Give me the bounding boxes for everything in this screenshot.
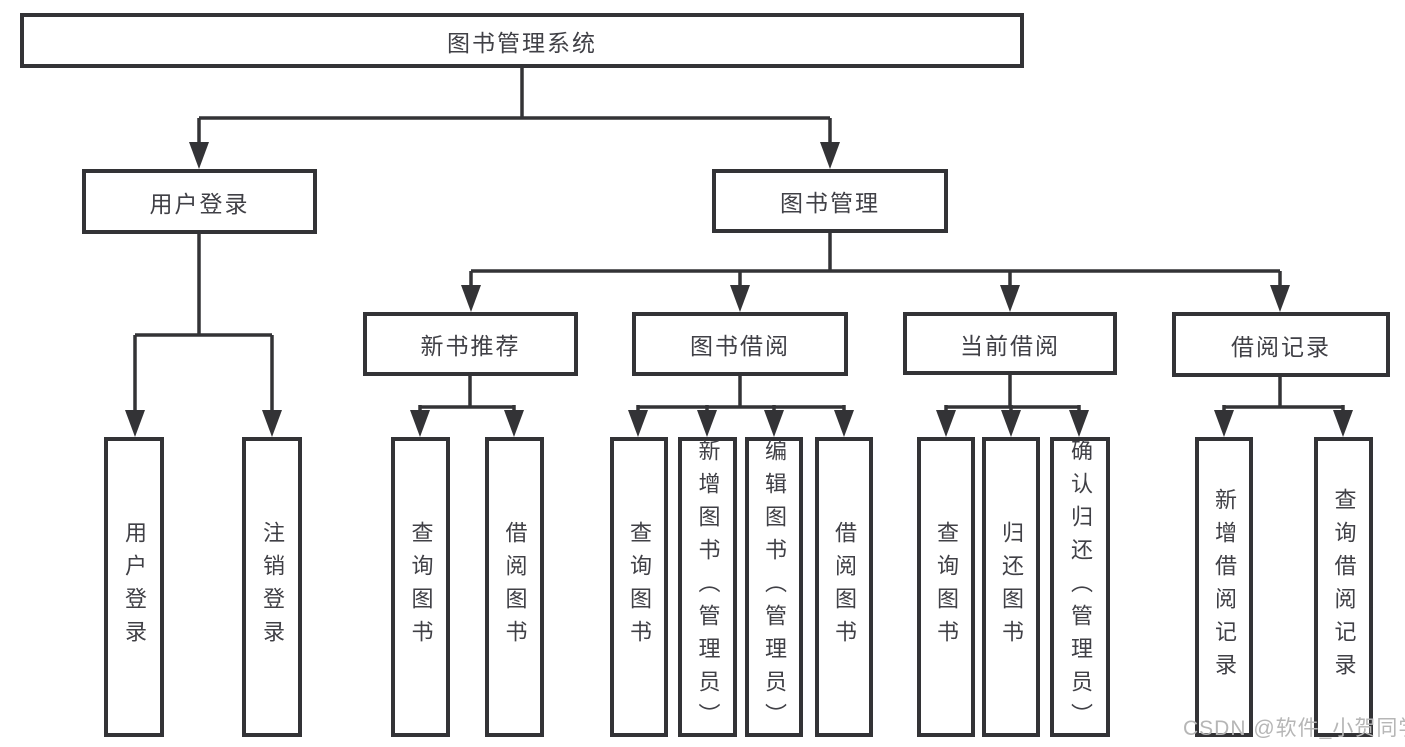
leaf-bw-edit-books-admin: 编辑图书（管理员）: [745, 437, 803, 737]
leaf-bw-edit-books-admin-label: 编辑图书（管理员）: [762, 438, 787, 736]
node-root-label: 图书管理系统: [447, 29, 597, 56]
node-book-management-label: 图书管理: [780, 190, 880, 216]
leaf-bw-add-books-admin-label: 新增图书（管理员）: [695, 438, 721, 736]
node-book-borrow-label: 图书借阅: [690, 333, 790, 359]
leaf-bw-query-books: 查询图书: [610, 437, 668, 737]
leaf-rec-add-record: 新增借阅记录: [1195, 437, 1253, 737]
leaf-cur-confirm-return-admin: 确认归还（管理员）: [1050, 437, 1110, 737]
node-book-management: 图书管理: [712, 169, 948, 233]
node-root: 图书管理系统: [20, 13, 1024, 68]
leaf-nb-query-books: 查询图书: [391, 437, 450, 737]
leaf-cur-query-books: 查询图书: [917, 437, 975, 737]
leaf-bw-query-books-label: 查询图书: [627, 521, 652, 653]
leaf-rec-add-record-label: 新增借阅记录: [1212, 488, 1237, 686]
leaf-cur-return-books-label: 归还图书: [999, 521, 1024, 653]
leaf-user-login-label: 用户登录: [122, 521, 147, 653]
leaf-logout: 注销登录: [242, 437, 302, 737]
node-new-book-recommend: 新书推荐: [363, 312, 578, 376]
leaf-cur-return-books: 归还图书: [982, 437, 1040, 737]
leaf-bw-borrow-books: 借阅图书: [815, 437, 873, 737]
leaf-nb-borrow-books-label: 借阅图书: [502, 521, 528, 653]
leaf-logout-label: 注销登录: [260, 521, 285, 653]
leaf-nb-query-books-label: 查询图书: [408, 521, 434, 653]
node-borrow-records-label: 借阅记录: [1231, 333, 1331, 360]
node-user-login-label: 用户登录: [149, 190, 250, 217]
leaf-cur-query-books-label: 查询图书: [934, 521, 959, 653]
leaf-rec-query-record: 查询借阅记录: [1314, 437, 1373, 737]
node-new-book-recommend-label: 新书推荐: [420, 333, 521, 359]
leaf-bw-borrow-books-label: 借阅图书: [832, 521, 857, 653]
tree-edges: [133, 67, 1345, 412]
arrowhead-icon: [125, 142, 1353, 437]
node-user-login: 用户登录: [82, 169, 317, 234]
node-borrow-records: 借阅记录: [1172, 312, 1390, 377]
leaf-user-login: 用户登录: [104, 437, 164, 737]
leaf-bw-add-books-admin: 新增图书（管理员）: [678, 437, 737, 737]
leaf-cur-confirm-return-admin-label: 确认归还（管理员）: [1068, 438, 1093, 736]
leaf-rec-query-record-label: 查询借阅记录: [1331, 488, 1357, 686]
node-current-borrow-label: 当前借阅: [960, 332, 1060, 359]
node-book-borrow: 图书借阅: [632, 312, 848, 376]
watermark: CSDN @软件_小贺同学: [1183, 717, 1405, 740]
leaf-nb-borrow-books: 借阅图书: [485, 437, 544, 737]
node-current-borrow: 当前借阅: [903, 312, 1117, 375]
